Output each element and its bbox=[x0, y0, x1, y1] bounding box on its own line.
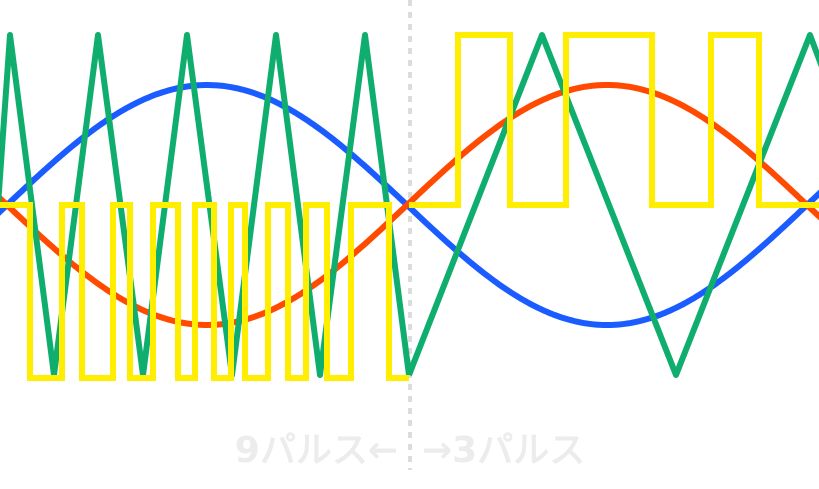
pwm-wave-right bbox=[409, 32, 819, 208]
carrier-wave-left bbox=[0, 32, 412, 378]
pwm-wave-left bbox=[0, 202, 409, 381]
carrier-wave-right bbox=[406, 32, 819, 378]
label-left: 9パルス← bbox=[235, 430, 398, 471]
label-right: →3パルス bbox=[422, 430, 585, 471]
